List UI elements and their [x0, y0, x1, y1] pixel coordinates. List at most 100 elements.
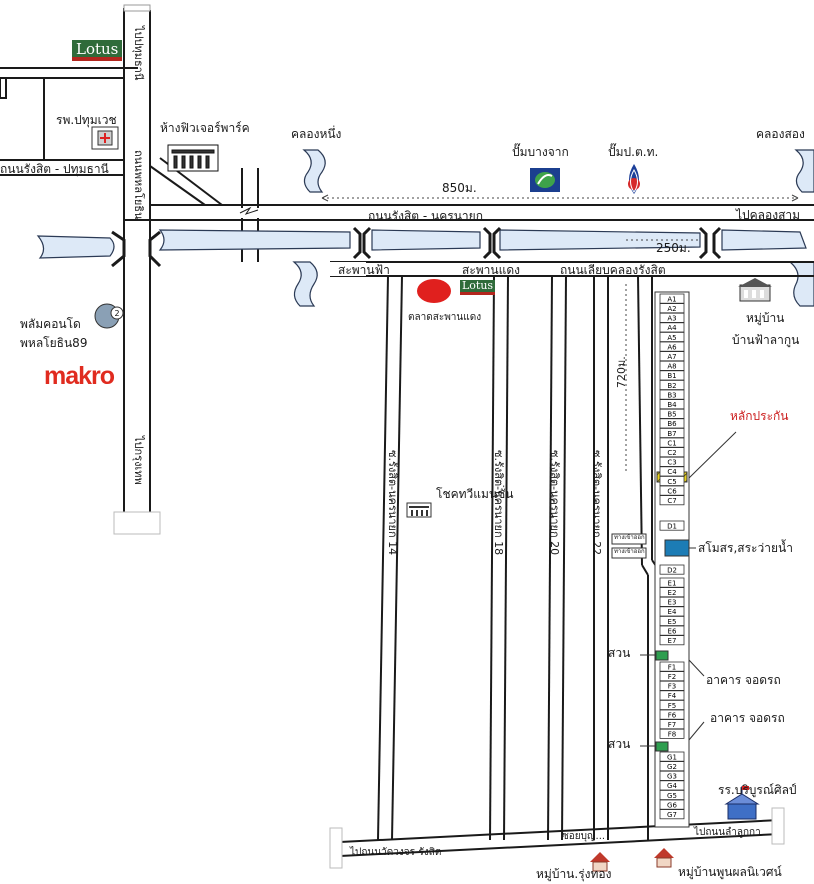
pathum-roads	[0, 67, 138, 176]
to-lam-luk-ka-label: ไปถนนลำลูกกา	[694, 827, 761, 838]
unit-label-g6: G6	[667, 801, 677, 809]
village-poonpon-label: หมู่บ้านพูนผลนิเวศน์	[678, 865, 782, 879]
to-bangkok-label: ไปกรุงเทพ	[132, 436, 145, 485]
plum-condo-icon: 2	[94, 303, 124, 329]
to-khlong-sam-label: ไปคลองสาม	[736, 208, 801, 222]
unit-label-f5: F5	[668, 702, 676, 710]
unit-label-g5: G5	[667, 792, 677, 800]
unit-label-g7: G7	[667, 811, 677, 819]
distance-850: 850ม.	[442, 181, 477, 195]
future-park-icon	[167, 144, 219, 172]
soi-wat-label: ซอยบุญ...	[562, 831, 606, 842]
soi-18-label: ซ.รังสิต-นครนายก 18	[492, 450, 505, 556]
unit-c7	[659, 495, 685, 506]
unit-label-c5: C5	[667, 478, 676, 486]
makro-logo: makro	[44, 362, 115, 390]
phahonyothin-label: ถนนพหลโยธิน	[132, 150, 145, 220]
entrance-sign-2: ทางเข้าออก	[614, 548, 645, 555]
unit-label-f6: F6	[668, 711, 677, 719]
unit-g7	[659, 809, 685, 820]
unit-e7	[659, 635, 685, 646]
unit-label-f2: F2	[668, 673, 676, 681]
unit-label-e3: E3	[668, 599, 677, 607]
garden-label-2: สวน	[608, 737, 631, 751]
unit-label-c4: C4	[667, 468, 677, 476]
unit-label-b4: B4	[667, 401, 677, 409]
unit-label-e2: E2	[668, 589, 677, 597]
unit-label-f7: F7	[668, 721, 676, 729]
hospital-label: รพ.ปทุมเวช	[56, 113, 117, 127]
unit-d2	[659, 564, 685, 575]
road-rangsit-pathumthani: ถนนรังสิต - ปทุมธานี	[0, 162, 109, 176]
ptt-label: ปั๊มป.ต.ท.	[608, 145, 659, 159]
unit-label-d1: D1	[667, 522, 677, 530]
ptt-icon	[628, 164, 640, 194]
rangsit-canal	[36, 229, 807, 259]
soi-20-label: ซ.รังสิต-นครนายก 20	[548, 450, 561, 556]
unit-label-e7: E7	[668, 637, 677, 645]
to-wat-khlong-label: ไปถนนวัดวงจร-รังสิต	[350, 847, 442, 858]
talat-saphan-daeng-marker	[417, 279, 451, 303]
unit-label-c1: C1	[667, 439, 676, 447]
unit-label-c7: C7	[667, 497, 676, 505]
unit-f8	[659, 728, 685, 739]
phahonyothin-road	[113, 4, 161, 535]
canal-side-road-label: ถนนเลียบคลองรังสิต	[560, 263, 666, 277]
unit-label-b2: B2	[667, 382, 676, 390]
unit-label-e4: E4	[668, 608, 677, 616]
parking-label-1: อาคาร จอดรถ	[706, 673, 781, 687]
garden-marker-1	[655, 650, 669, 661]
landmark-label: หลักประกัน	[730, 409, 789, 423]
unit-label-a7: A7	[667, 353, 676, 361]
road-rangsit-nakhon-nayok: ถนนรังสิต - นครนายก	[368, 209, 483, 223]
talat-saphan-daeng-label: ตลาดสะพานแดง	[408, 312, 482, 323]
unit-label-c3: C3	[667, 459, 676, 467]
unit-label-b3: B3	[667, 391, 676, 399]
bottom-road	[339, 819, 781, 857]
unit-label-g1: G1	[667, 753, 677, 761]
soi-22-label: ซ.รังสิต-นครนายก 22	[590, 450, 603, 556]
unit-d1	[659, 520, 685, 531]
unit-label-g2: G2	[667, 763, 677, 771]
unit-label-f8: F8	[668, 731, 676, 739]
canal-bridges	[111, 226, 722, 268]
unit-label-b1: B1	[667, 372, 676, 380]
clubhouse-marker	[664, 539, 690, 557]
unit-label-a6: A6	[667, 343, 677, 351]
village-poonpon-icon	[654, 848, 674, 868]
parking-label-2: อาคาร จอดรถ	[710, 711, 785, 725]
garden-marker-2	[655, 741, 669, 752]
khlong-canals	[292, 149, 814, 307]
clubhouse-label: สโมสร,สระว่ายน้ำ	[698, 541, 793, 555]
unit-label-a1: A1	[667, 295, 676, 303]
lotus-logo-top: Lotus	[72, 40, 123, 61]
unit-label-a4: A4	[667, 324, 677, 332]
unit-label-g4: G4	[667, 782, 677, 790]
saphan-daeng-label: สะพานแดง	[462, 263, 521, 277]
future-park-label: ห้างฟิวเจอร์พาร์ค	[160, 121, 250, 135]
village-label-1: หมู่บ้าน	[746, 311, 785, 325]
village-rungthong-icon	[590, 852, 610, 872]
rangsit-nakhon-nayok-road	[124, 157, 814, 262]
unit-label-g3: G3	[667, 773, 677, 781]
unit-label-e5: E5	[668, 618, 677, 626]
chok-twin-label: โชคทวีแมนชั่น	[436, 487, 514, 501]
unit-label-a5: A5	[667, 334, 676, 342]
plum-condo-label-2: พหลโยธิน89	[20, 336, 88, 350]
bangchak-icon	[530, 168, 560, 192]
unit-label-e1: E1	[668, 579, 677, 587]
saphan-fa-label: สะพานฟ้า	[338, 263, 390, 277]
unit-label-e6: E6	[668, 627, 677, 635]
canal-side-road	[330, 261, 814, 277]
distance-720: 720ม.	[615, 356, 628, 388]
lotus-logo-mid: Lotus	[460, 280, 496, 295]
soi-roads	[377, 275, 661, 841]
village-label-2: บ้านฟ้าลากูน	[732, 333, 800, 347]
unit-label-b7: B7	[667, 430, 676, 438]
unit-label-a3: A3	[667, 315, 676, 323]
unit-label-f1: F1	[668, 663, 676, 671]
unit-label-c2: C2	[667, 449, 676, 457]
khlong-nueng-label: คลองหนึ่ง	[291, 127, 342, 141]
soi-14-label: ซ.รังสิต-นครนายก 14	[386, 450, 399, 556]
